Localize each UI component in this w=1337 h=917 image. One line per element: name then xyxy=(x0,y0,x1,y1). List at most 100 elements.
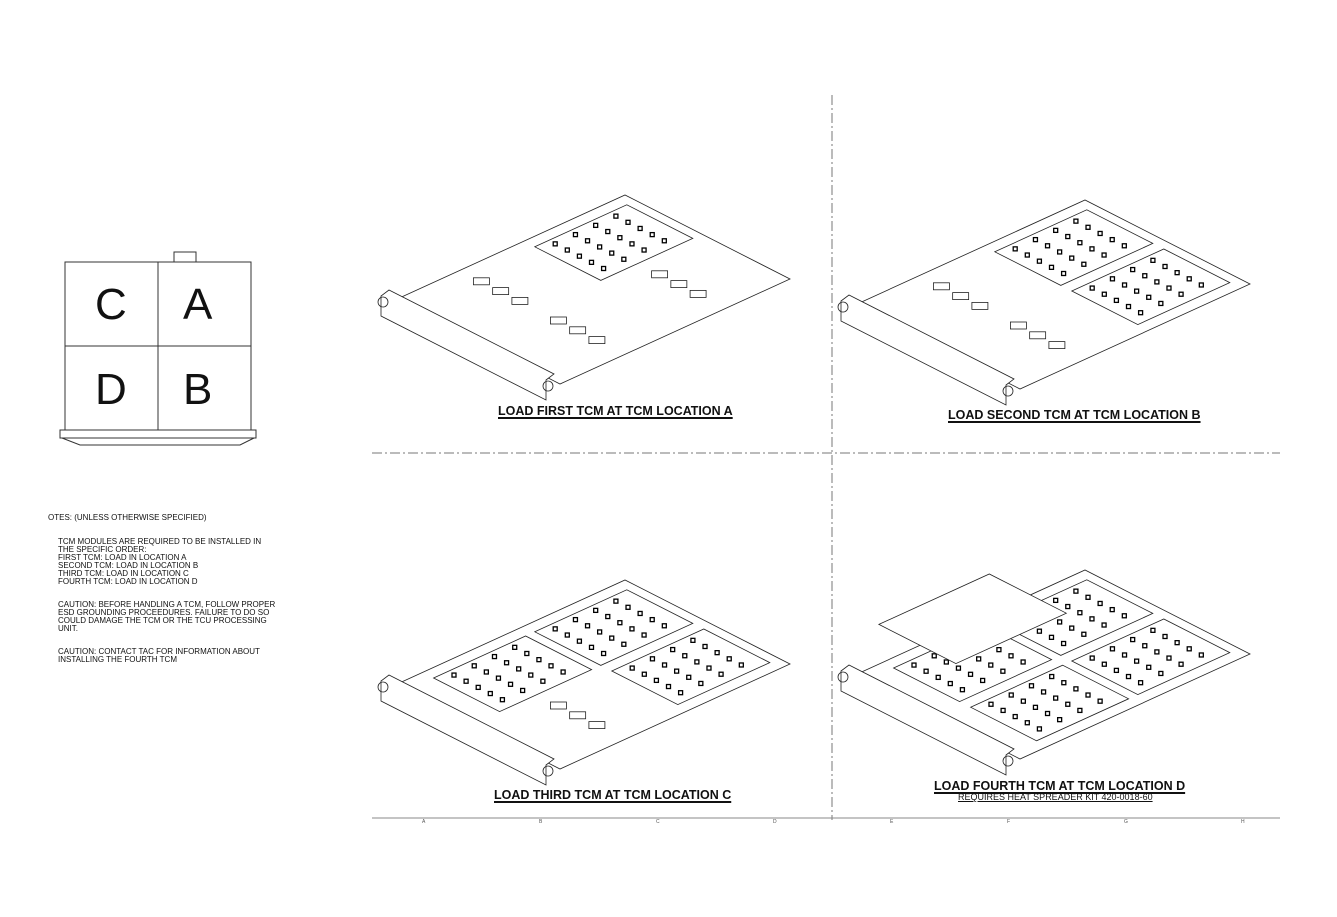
module-component xyxy=(1158,670,1164,677)
module-component xyxy=(617,620,623,626)
module-component xyxy=(1109,606,1115,613)
module-component xyxy=(605,228,611,235)
ejector-handle[interactable] xyxy=(837,301,849,313)
module-component xyxy=(576,253,583,259)
ejector-handle[interactable] xyxy=(377,296,389,308)
module-component xyxy=(1065,701,1071,707)
module-component xyxy=(979,677,986,684)
ejector-handle[interactable] xyxy=(542,765,554,777)
module-component xyxy=(519,687,526,694)
module-component xyxy=(540,678,546,684)
module-component xyxy=(552,241,558,247)
tcm-connector xyxy=(569,711,587,720)
module-component xyxy=(988,701,994,707)
tcm-module xyxy=(993,579,1154,656)
module-component xyxy=(1053,597,1059,604)
module-component xyxy=(1085,692,1091,698)
ejector-handle[interactable] xyxy=(837,671,849,683)
module-component xyxy=(1121,613,1127,619)
ruler-label: F xyxy=(1007,819,1011,825)
module-component xyxy=(1154,279,1160,285)
module-component xyxy=(552,626,558,632)
ejector-handle[interactable] xyxy=(542,380,554,392)
line-card-view xyxy=(377,194,791,401)
module-component xyxy=(1056,249,1063,255)
module-component xyxy=(475,684,481,691)
module-component xyxy=(629,665,635,671)
tcm-connector xyxy=(588,721,606,729)
module-component xyxy=(1036,726,1043,732)
module-component xyxy=(1065,233,1071,240)
module-component xyxy=(536,657,542,663)
module-component xyxy=(665,683,672,690)
module-component xyxy=(1130,636,1136,643)
module-component xyxy=(1101,622,1107,628)
module-component xyxy=(625,604,631,610)
module-component xyxy=(649,616,655,623)
module-component xyxy=(1166,285,1172,291)
module-component xyxy=(1154,649,1160,655)
view-title-d: LOAD FOURTH TCM AT TCM LOCATION D xyxy=(934,779,1186,793)
module-component xyxy=(1024,720,1030,726)
module-component xyxy=(1048,634,1055,640)
module-component xyxy=(661,238,667,244)
module-component xyxy=(1020,698,1026,704)
module-component xyxy=(1053,695,1059,701)
tcm-connector xyxy=(550,701,567,710)
module-component xyxy=(1053,227,1059,234)
module-component xyxy=(609,635,615,641)
module-component xyxy=(596,629,603,635)
notes-order: TCM MODULES ARE REQUIRED TO BE INSTALLED… xyxy=(58,537,262,586)
tcm-connector xyxy=(1029,331,1047,340)
tcm-module xyxy=(533,204,694,281)
module-component xyxy=(1162,633,1168,640)
ejector-handle[interactable] xyxy=(1002,385,1014,397)
card-faceplate xyxy=(380,289,555,401)
module-component xyxy=(621,256,627,262)
ejector-handle[interactable] xyxy=(377,681,389,693)
module-component xyxy=(947,680,953,687)
module-component xyxy=(1069,625,1075,631)
module-component xyxy=(588,259,595,265)
tcm-module xyxy=(432,635,593,713)
module-component xyxy=(1109,236,1115,243)
module-component xyxy=(487,690,493,697)
module-component xyxy=(1125,673,1132,680)
module-component xyxy=(988,662,994,668)
module-component xyxy=(649,231,655,238)
module-component xyxy=(1077,610,1083,616)
card-faceplate xyxy=(380,674,555,786)
card-faceplate xyxy=(840,664,1015,776)
module-component xyxy=(677,690,684,696)
module-component xyxy=(1089,616,1095,622)
module-component xyxy=(670,646,676,653)
module-component xyxy=(1174,640,1180,646)
module-component xyxy=(955,665,962,671)
ruler-label: E xyxy=(890,819,894,825)
module-component xyxy=(1044,710,1051,717)
module-component xyxy=(1097,698,1103,704)
module-component xyxy=(996,647,1002,653)
module-component xyxy=(1012,246,1018,252)
module-component xyxy=(1146,294,1152,300)
module-component xyxy=(943,659,949,665)
tcm-connector xyxy=(1048,341,1066,350)
module-component xyxy=(931,653,937,659)
ejector-handle[interactable] xyxy=(1002,755,1014,767)
module-component xyxy=(649,656,656,662)
module-component xyxy=(1024,252,1030,258)
module-component xyxy=(1000,668,1006,674)
module-component xyxy=(1085,224,1091,230)
module-component xyxy=(686,674,692,680)
module-component xyxy=(1036,258,1043,264)
map-label-c: C xyxy=(95,280,127,329)
module-component xyxy=(1162,263,1168,270)
module-component xyxy=(1142,643,1148,649)
module-component xyxy=(613,598,619,604)
tcm-connector xyxy=(511,296,529,305)
module-component xyxy=(1158,300,1164,307)
module-component xyxy=(1049,673,1055,680)
module-component xyxy=(564,632,570,638)
line-card-view xyxy=(837,569,1251,776)
module-component xyxy=(1198,652,1204,658)
